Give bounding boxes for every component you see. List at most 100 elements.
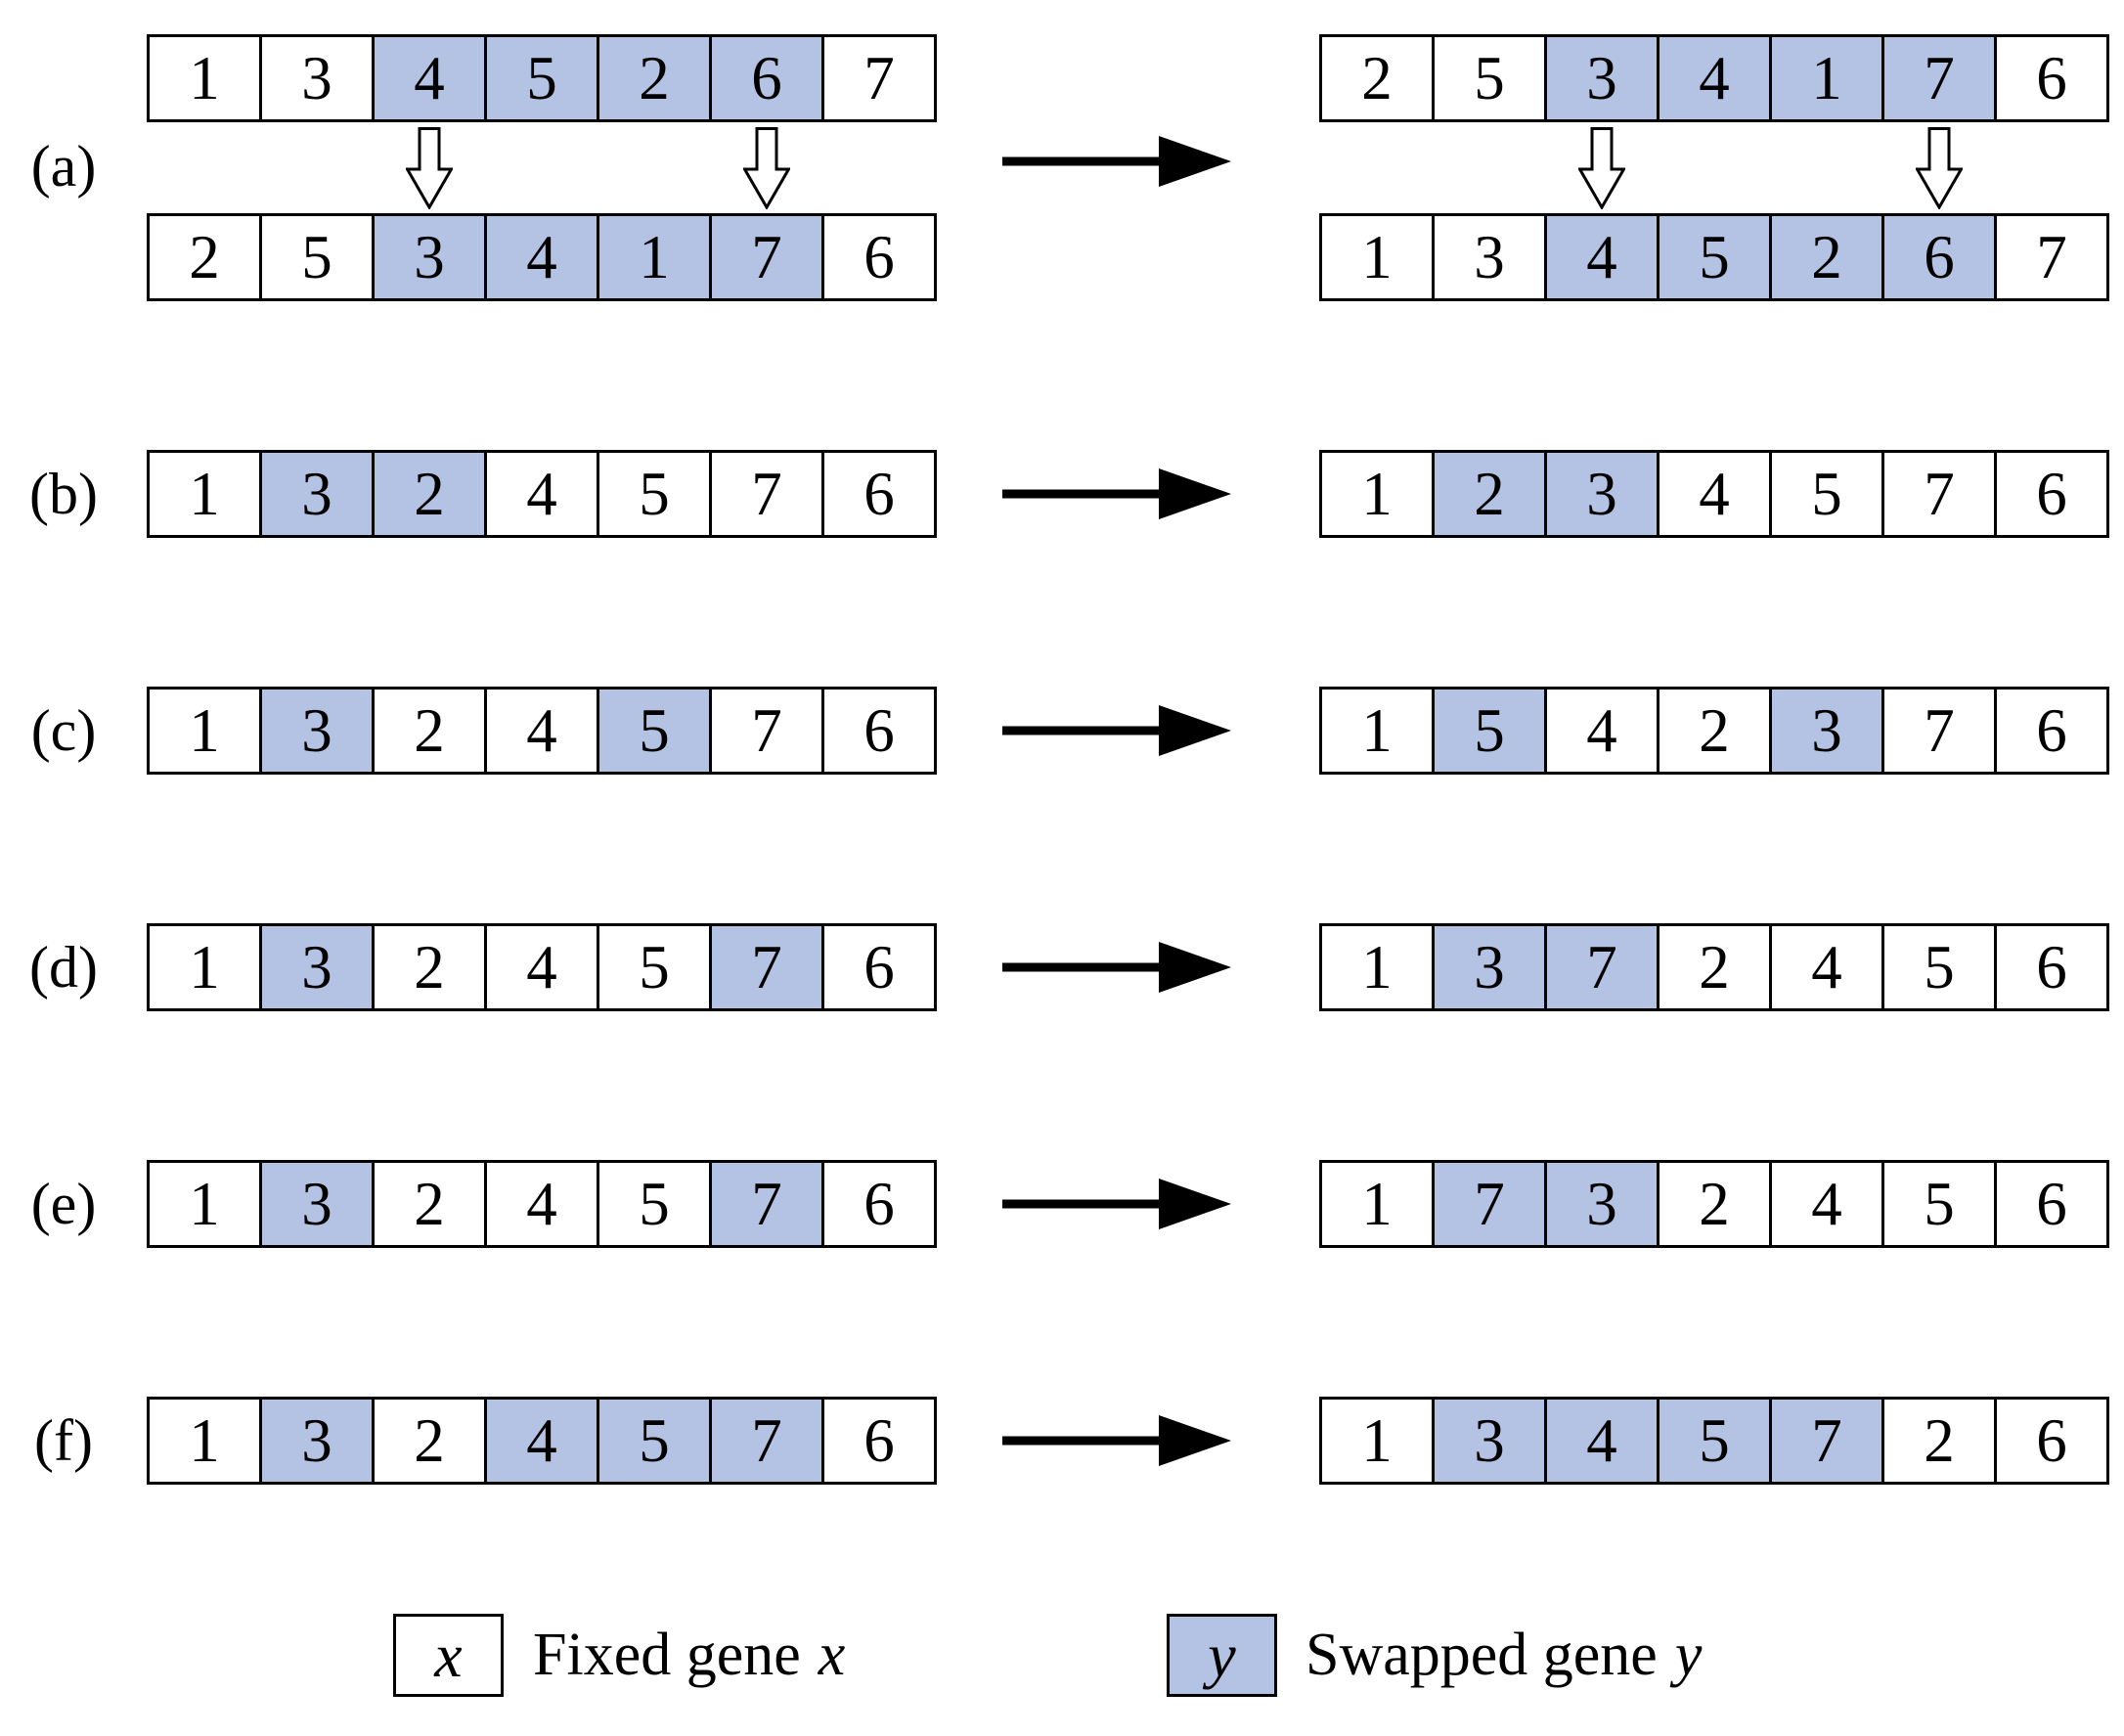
gene-cell-swapped: 2: [372, 453, 484, 535]
gene-cell-fixed: 1: [150, 690, 259, 772]
gene-cell-swapped: 7: [709, 1400, 821, 1482]
gene-cell-swapped: 3: [259, 926, 372, 1008]
gene-cell-fixed: 5: [597, 1163, 709, 1245]
gene-cell-swapped: 3: [1544, 1163, 1657, 1245]
gene-cell-fixed: 2: [1322, 37, 1432, 119]
gene-cell-fixed: 7: [1881, 453, 1994, 535]
row-label-d: (d): [29, 934, 98, 1000]
gene-cell-swapped: 7: [1881, 37, 1994, 119]
gene-cell-fixed: 4: [484, 453, 597, 535]
gene-cell-fixed: 1: [150, 453, 259, 535]
gene-cell-swapped: 7: [1769, 1400, 1881, 1482]
transform-arrow-icon: [1002, 468, 1231, 519]
transform-arrow-icon: [1002, 1415, 1231, 1466]
gene-cell-fixed: 7: [821, 37, 934, 119]
gene-cell-swapped: 5: [1657, 1400, 1769, 1482]
gene-cell-fixed: 6: [1994, 1163, 2106, 1245]
gene-cell-swapped: 7: [1432, 1163, 1544, 1245]
swap-position-down-arrow-icon: [1578, 127, 1625, 209]
gene-cell-swapped: 5: [597, 1400, 709, 1482]
row-label-e: (e): [30, 1171, 97, 1236]
transform-arrow-icon: [1002, 1179, 1231, 1229]
gene-cell-fixed: 2: [1881, 1400, 1994, 1482]
gene-cell-fixed: 1: [1322, 216, 1432, 298]
gene-cell-fixed: 1: [150, 1163, 259, 1245]
gene-cell-fixed: 2: [1657, 1163, 1769, 1245]
gene-cell-swapped: 2: [1769, 216, 1881, 298]
gene-cell-swapped: 3: [259, 1400, 372, 1482]
gene-cell-fixed: 1: [1322, 690, 1432, 772]
row-label-a: (a): [30, 133, 97, 199]
gene-cell-fixed: 1: [150, 1400, 259, 1482]
transform-arrow-icon: [1002, 136, 1231, 187]
gene-cell-swapped: 3: [1432, 926, 1544, 1008]
gene-cell-fixed: 2: [1657, 690, 1769, 772]
gene-cell-fixed: 2: [372, 926, 484, 1008]
gene-cell-swapped: 4: [484, 1400, 597, 1482]
gene-cell-fixed: 2: [372, 690, 484, 772]
row-label-f: (f): [34, 1407, 93, 1473]
gene-cell-swapped: 3: [1769, 690, 1881, 772]
gene-cell-fixed: 5: [259, 216, 372, 298]
gene-cell-swapped: 3: [259, 453, 372, 535]
gene-cell-swapped: 3: [1544, 37, 1657, 119]
transform-arrow-icon: [1002, 705, 1231, 756]
gene-cell-swapped: 4: [372, 37, 484, 119]
gene-cell-swapped: 1: [597, 216, 709, 298]
transform-arrow-icon: [1002, 942, 1231, 993]
gene-cell-swapped: 7: [1544, 926, 1657, 1008]
gene-cell-swapped: 6: [1881, 216, 1994, 298]
gene-cell-fixed: 2: [372, 1400, 484, 1482]
gene-cell-fixed: 4: [1657, 453, 1769, 535]
legend-fixed-gene-swatch: x: [393, 1614, 504, 1697]
gene-cell-fixed: 2: [372, 1163, 484, 1245]
gene-cell-fixed: 5: [597, 453, 709, 535]
swap-position-down-arrow-icon: [1916, 127, 1963, 209]
gene-cell-swapped: 3: [1544, 453, 1657, 535]
gene-cell-fixed: 6: [821, 216, 934, 298]
swap-position-down-arrow-icon: [406, 127, 453, 209]
gene-cell-swapped: 5: [1657, 216, 1769, 298]
gene-cell-swapped: 5: [597, 690, 709, 772]
gene-cell-fixed: 1: [150, 37, 259, 119]
gene-cell-fixed: 5: [1432, 37, 1544, 119]
gene-cell-swapped: 3: [259, 1163, 372, 1245]
gene-cell-swapped: 3: [259, 690, 372, 772]
gene-cell-fixed: 6: [821, 690, 934, 772]
gene-cell-fixed: 1: [1322, 453, 1432, 535]
gene-cell-fixed: 2: [150, 216, 259, 298]
gene-cell-swapped: 3: [372, 216, 484, 298]
gene-cell-swapped: 6: [709, 37, 821, 119]
gene-cell-fixed: 5: [597, 926, 709, 1008]
gene-cell-fixed: 7: [1994, 216, 2106, 298]
gene-cell-fixed: 4: [484, 926, 597, 1008]
gene-cell-fixed: 4: [1544, 690, 1657, 772]
gene-cell-fixed: 5: [1769, 453, 1881, 535]
gene-cell-swapped: 7: [709, 216, 821, 298]
gene-cell-fixed: 1: [150, 926, 259, 1008]
gene-cell-fixed: 6: [1994, 690, 2106, 772]
gene-cell-fixed: 4: [484, 690, 597, 772]
gene-cell-fixed: 5: [1881, 1163, 1994, 1245]
gene-cell-fixed: 6: [1994, 37, 2106, 119]
gene-cell-fixed: 2: [1657, 926, 1769, 1008]
gene-cell-fixed: 7: [709, 690, 821, 772]
gene-cell-fixed: 1: [1322, 1400, 1432, 1482]
gene-cell-fixed: 4: [484, 1163, 597, 1245]
legend-swapped-gene-swatch: y: [1167, 1614, 1277, 1697]
gene-cell-fixed: 6: [1994, 1400, 2106, 1482]
